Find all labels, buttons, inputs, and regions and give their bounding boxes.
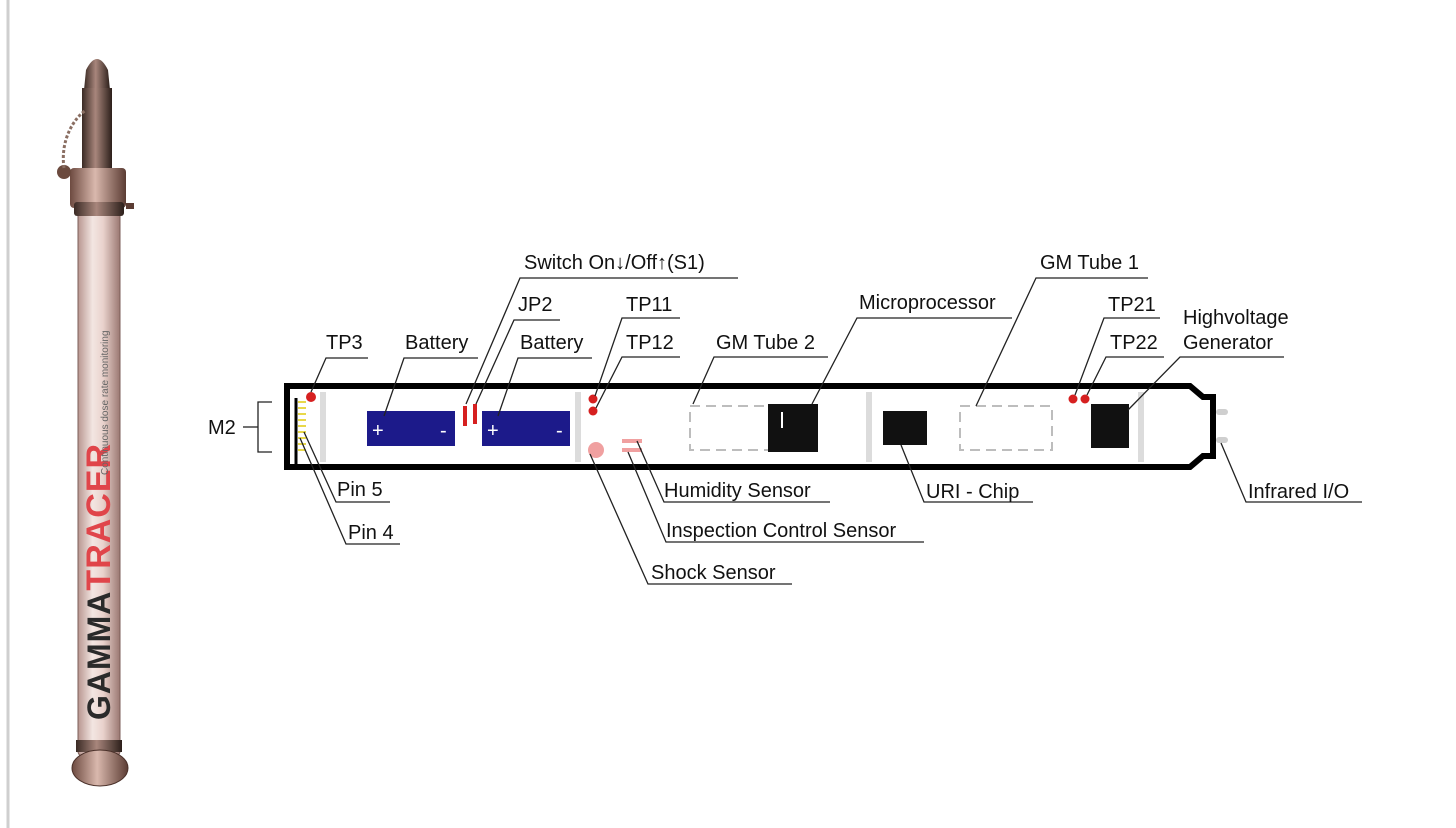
battery-2-plus: + xyxy=(487,420,499,442)
jp2-jumper-b xyxy=(473,404,477,424)
label-infrared: Infrared I/O xyxy=(1248,481,1349,503)
battery-2-minus: - xyxy=(556,420,563,442)
bulkhead-3 xyxy=(866,392,872,462)
label-gm-tube-1: GM Tube 1 xyxy=(1040,252,1139,274)
label-inspection: Inspection Control Sensor xyxy=(666,520,896,542)
bulkhead-1 xyxy=(320,392,326,462)
label-tp3: TP3 xyxy=(326,332,363,354)
label-hv-line1: Highvoltage xyxy=(1183,307,1289,329)
bulkhead-4 xyxy=(1138,392,1144,462)
highvoltage-generator xyxy=(1091,404,1129,448)
uri-chip xyxy=(883,411,927,445)
inspection-control-sensor xyxy=(622,448,642,452)
brand-logo: GAMMATRACER xyxy=(80,443,118,720)
tp21-point xyxy=(1068,394,1078,404)
battery-1-minus: - xyxy=(440,420,447,442)
gm-tube-1 xyxy=(959,405,1053,451)
label-jp2: JP2 xyxy=(518,294,552,316)
jp2-jumper-a xyxy=(463,406,467,426)
m2-connector xyxy=(243,398,306,466)
device-caption: Continuous dose rate monitoring xyxy=(100,330,111,475)
label-battery-1: Battery xyxy=(405,332,468,354)
microprocessor-chip xyxy=(768,404,818,452)
battery-2: + - xyxy=(482,411,570,446)
shock-sensor xyxy=(588,442,604,458)
battery-1: + - xyxy=(367,411,455,446)
tp12-point xyxy=(588,406,598,416)
battery-1-plus: + xyxy=(372,420,384,442)
bulkhead-2 xyxy=(575,392,581,462)
tp11-point xyxy=(588,394,598,404)
brand-prefix: GAMMA xyxy=(81,591,117,720)
label-humidity: Humidity Sensor xyxy=(664,480,811,502)
label-gm-tube-2: GM Tube 2 xyxy=(716,332,815,354)
label-switch: Switch On↓/Off↑(S1) xyxy=(524,252,705,274)
label-pin4: Pin 4 xyxy=(348,522,394,544)
label-tp11: TP11 xyxy=(626,294,672,316)
label-m2: M2 xyxy=(208,417,236,439)
brand-suffix: TRACER xyxy=(80,443,118,591)
humidity-sensor xyxy=(622,439,642,443)
label-uri-chip: URI - Chip xyxy=(926,481,1019,503)
label-microprocessor: Microprocessor xyxy=(859,292,996,314)
label-pin5: Pin 5 xyxy=(337,479,383,501)
label-tp12: TP12 xyxy=(626,332,674,354)
label-tp22: TP22 xyxy=(1110,332,1158,354)
label-tp21: TP21 xyxy=(1108,294,1156,316)
label-shock: Shock Sensor xyxy=(651,562,776,584)
label-hv-line2: Generator xyxy=(1183,332,1273,354)
tp22-point xyxy=(1080,394,1090,404)
tp3-point xyxy=(306,392,316,402)
infrared-io xyxy=(1216,409,1228,443)
gammatracer-device-image: GAMMATRACER Continuous dose rate monitor… xyxy=(57,59,134,787)
label-battery-2: Battery xyxy=(520,332,583,354)
